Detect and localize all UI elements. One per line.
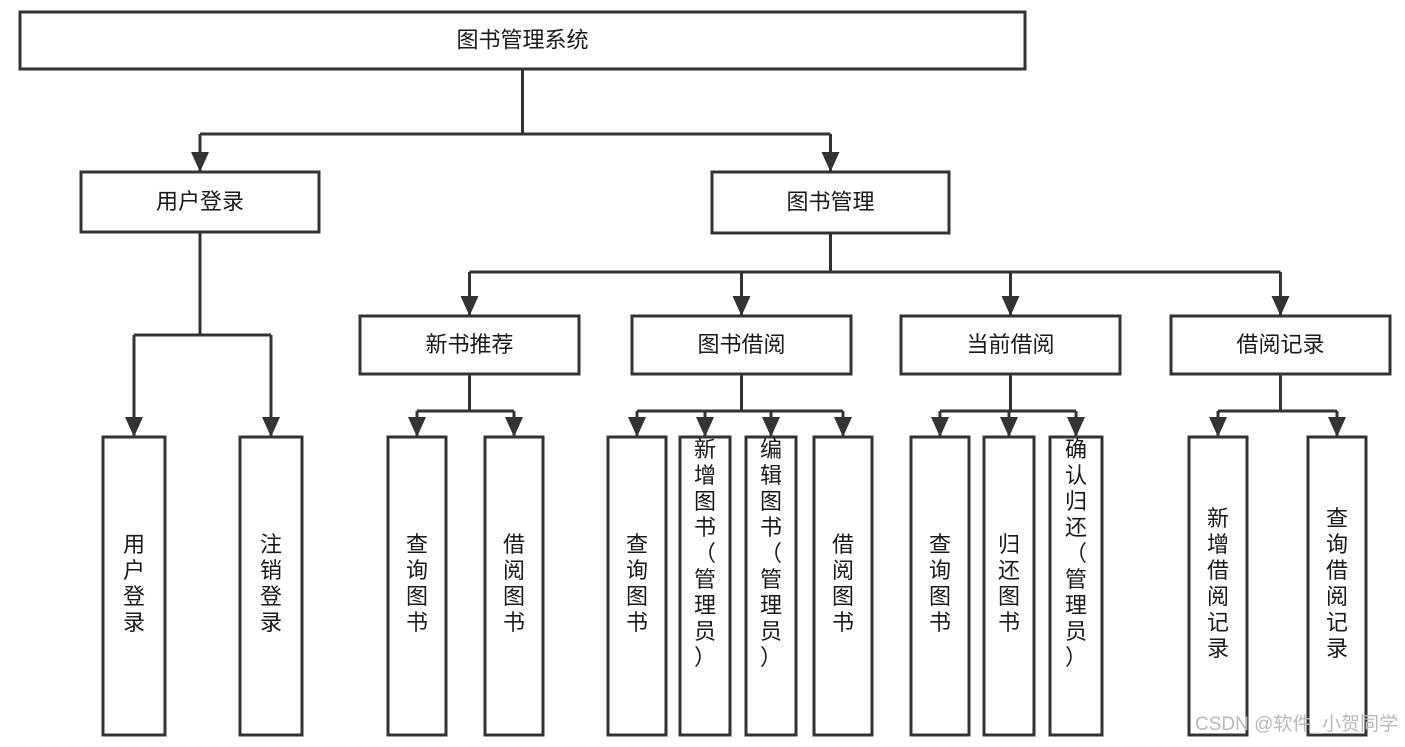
- node-leaf-query-book-2[interactable]: 查询图书: [606, 435, 668, 737]
- node-user-login[interactable]: 用户登录: [79, 170, 321, 234]
- node-book-manage[interactable]: 图书管理: [710, 170, 951, 235]
- node-label-leaf-edit-book: 编辑图书（管理员）: [760, 437, 782, 670]
- node-leaf-add-record[interactable]: 新增借阅记录: [1187, 435, 1249, 737]
- node-box-leaf-query-record: [1306, 435, 1368, 737]
- node-box-book-borrow: [630, 314, 853, 376]
- node-box-user-login: [79, 170, 321, 234]
- arrow-icon-new-book-rec: [460, 296, 479, 316]
- node-label-leaf-query-book-1: 查询图书: [406, 532, 428, 635]
- node-box-root: [18, 10, 1027, 71]
- arrow-icon-current-borrow: [1001, 296, 1020, 316]
- arrow-icon-book-manage: [821, 152, 840, 172]
- arrow-icon-leaf-query-record: [1328, 417, 1346, 437]
- edges-layer: [125, 69, 1346, 437]
- node-box-leaf-query-book-3: [909, 435, 971, 737]
- node-leaf-query-record[interactable]: 查询借阅记录: [1306, 435, 1368, 737]
- node-label-leaf-logout: 注销登录: [260, 532, 282, 635]
- node-label-book-manage: 图书管理: [786, 189, 874, 214]
- node-leaf-user-login[interactable]: 用户登录: [101, 435, 167, 737]
- arrow-icon-leaf-edit-book: [762, 417, 780, 437]
- node-label-leaf-add-record: 新增借阅记录: [1207, 506, 1229, 661]
- arrow-icon-leaf-confirm-return: [1067, 417, 1085, 437]
- node-label-root: 图书管理系统: [456, 27, 588, 52]
- arrow-icon-borrow-record: [1271, 296, 1290, 316]
- node-label-leaf-borrow-book-1: 借阅图书: [503, 532, 525, 635]
- node-label-user-login: 用户登录: [156, 189, 244, 214]
- node-label-leaf-confirm-return: 确认归还（管理员）: [1065, 437, 1087, 670]
- node-label-borrow-record: 借阅记录: [1236, 332, 1324, 357]
- node-box-new-book-rec: [358, 314, 581, 376]
- node-book-borrow[interactable]: 图书借阅: [630, 314, 853, 376]
- node-box-leaf-add-record: [1187, 435, 1249, 737]
- node-box-leaf-edit-book: [744, 435, 798, 737]
- arrow-icon-user-login: [191, 152, 209, 172]
- node-box-leaf-confirm-return: [1048, 435, 1104, 737]
- arrow-icon-leaf-user-login: [125, 417, 143, 437]
- node-label-leaf-borrow-book-2: 借阅图书: [832, 532, 854, 635]
- arrow-icon-book-borrow: [732, 296, 751, 316]
- arrow-icon-leaf-add-record: [1209, 417, 1227, 437]
- node-box-leaf-return-book: [982, 435, 1036, 737]
- node-leaf-query-book-3[interactable]: 查询图书: [909, 435, 971, 737]
- node-label-leaf-query-record: 查询借阅记录: [1326, 506, 1348, 661]
- node-new-book-rec[interactable]: 新书推荐: [358, 314, 581, 376]
- node-box-borrow-record: [1169, 314, 1392, 376]
- node-label-leaf-return-book: 归还图书: [998, 532, 1020, 635]
- node-box-leaf-borrow-book-2: [812, 435, 874, 737]
- node-box-leaf-add-book: [678, 435, 732, 737]
- node-box-leaf-user-login: [101, 435, 167, 737]
- node-current-borrow[interactable]: 当前借阅: [899, 314, 1122, 376]
- arrow-icon-leaf-add-book: [696, 417, 714, 437]
- node-root[interactable]: 图书管理系统: [18, 10, 1027, 71]
- node-label-new-book-rec: 新书推荐: [425, 332, 513, 357]
- node-box-leaf-query-book-2: [606, 435, 668, 737]
- node-label-current-borrow: 当前借阅: [966, 332, 1054, 357]
- nodes-layer: 图书管理系统用户登录图书管理新书推荐图书借阅当前借阅借阅记录用户登录注销登录查询…: [18, 10, 1392, 737]
- node-label-leaf-query-book-2: 查询图书: [626, 532, 648, 635]
- arrow-icon-leaf-borrow-book-2: [834, 417, 852, 437]
- node-leaf-borrow-book-1[interactable]: 借阅图书: [483, 435, 545, 737]
- node-label-leaf-add-book: 新增图书（管理员）: [694, 437, 716, 670]
- csdn-watermark: CSDN @软件_小贺同学: [1195, 713, 1398, 735]
- node-box-book-manage: [710, 170, 951, 235]
- node-label-leaf-query-book-3: 查询图书: [929, 532, 951, 635]
- node-box-leaf-query-book-1: [386, 435, 448, 737]
- arrow-icon-leaf-borrow-book-1: [505, 417, 523, 437]
- node-leaf-confirm-return[interactable]: 确认归还（管理员）: [1048, 435, 1104, 737]
- node-box-current-borrow: [899, 314, 1122, 376]
- arrow-icon-leaf-return-book: [1000, 417, 1018, 437]
- arrow-icon-leaf-query-book-3: [931, 417, 949, 437]
- arrow-icon-leaf-query-book-1: [408, 417, 426, 437]
- node-leaf-add-book[interactable]: 新增图书（管理员）: [678, 435, 732, 737]
- node-leaf-borrow-book-2[interactable]: 借阅图书: [812, 435, 874, 737]
- node-leaf-logout[interactable]: 注销登录: [238, 435, 304, 737]
- node-label-leaf-user-login: 用户登录: [123, 532, 145, 635]
- arrow-icon-leaf-query-book-2: [628, 417, 646, 437]
- arrow-icon-leaf-logout: [262, 417, 280, 437]
- node-box-leaf-logout: [238, 435, 304, 737]
- node-leaf-query-book-1[interactable]: 查询图书: [386, 435, 448, 737]
- node-leaf-return-book[interactable]: 归还图书: [982, 435, 1036, 737]
- node-box-leaf-borrow-book-1: [483, 435, 545, 737]
- node-borrow-record[interactable]: 借阅记录: [1169, 314, 1392, 376]
- node-leaf-edit-book[interactable]: 编辑图书（管理员）: [744, 435, 798, 737]
- node-label-book-borrow: 图书借阅: [697, 332, 785, 357]
